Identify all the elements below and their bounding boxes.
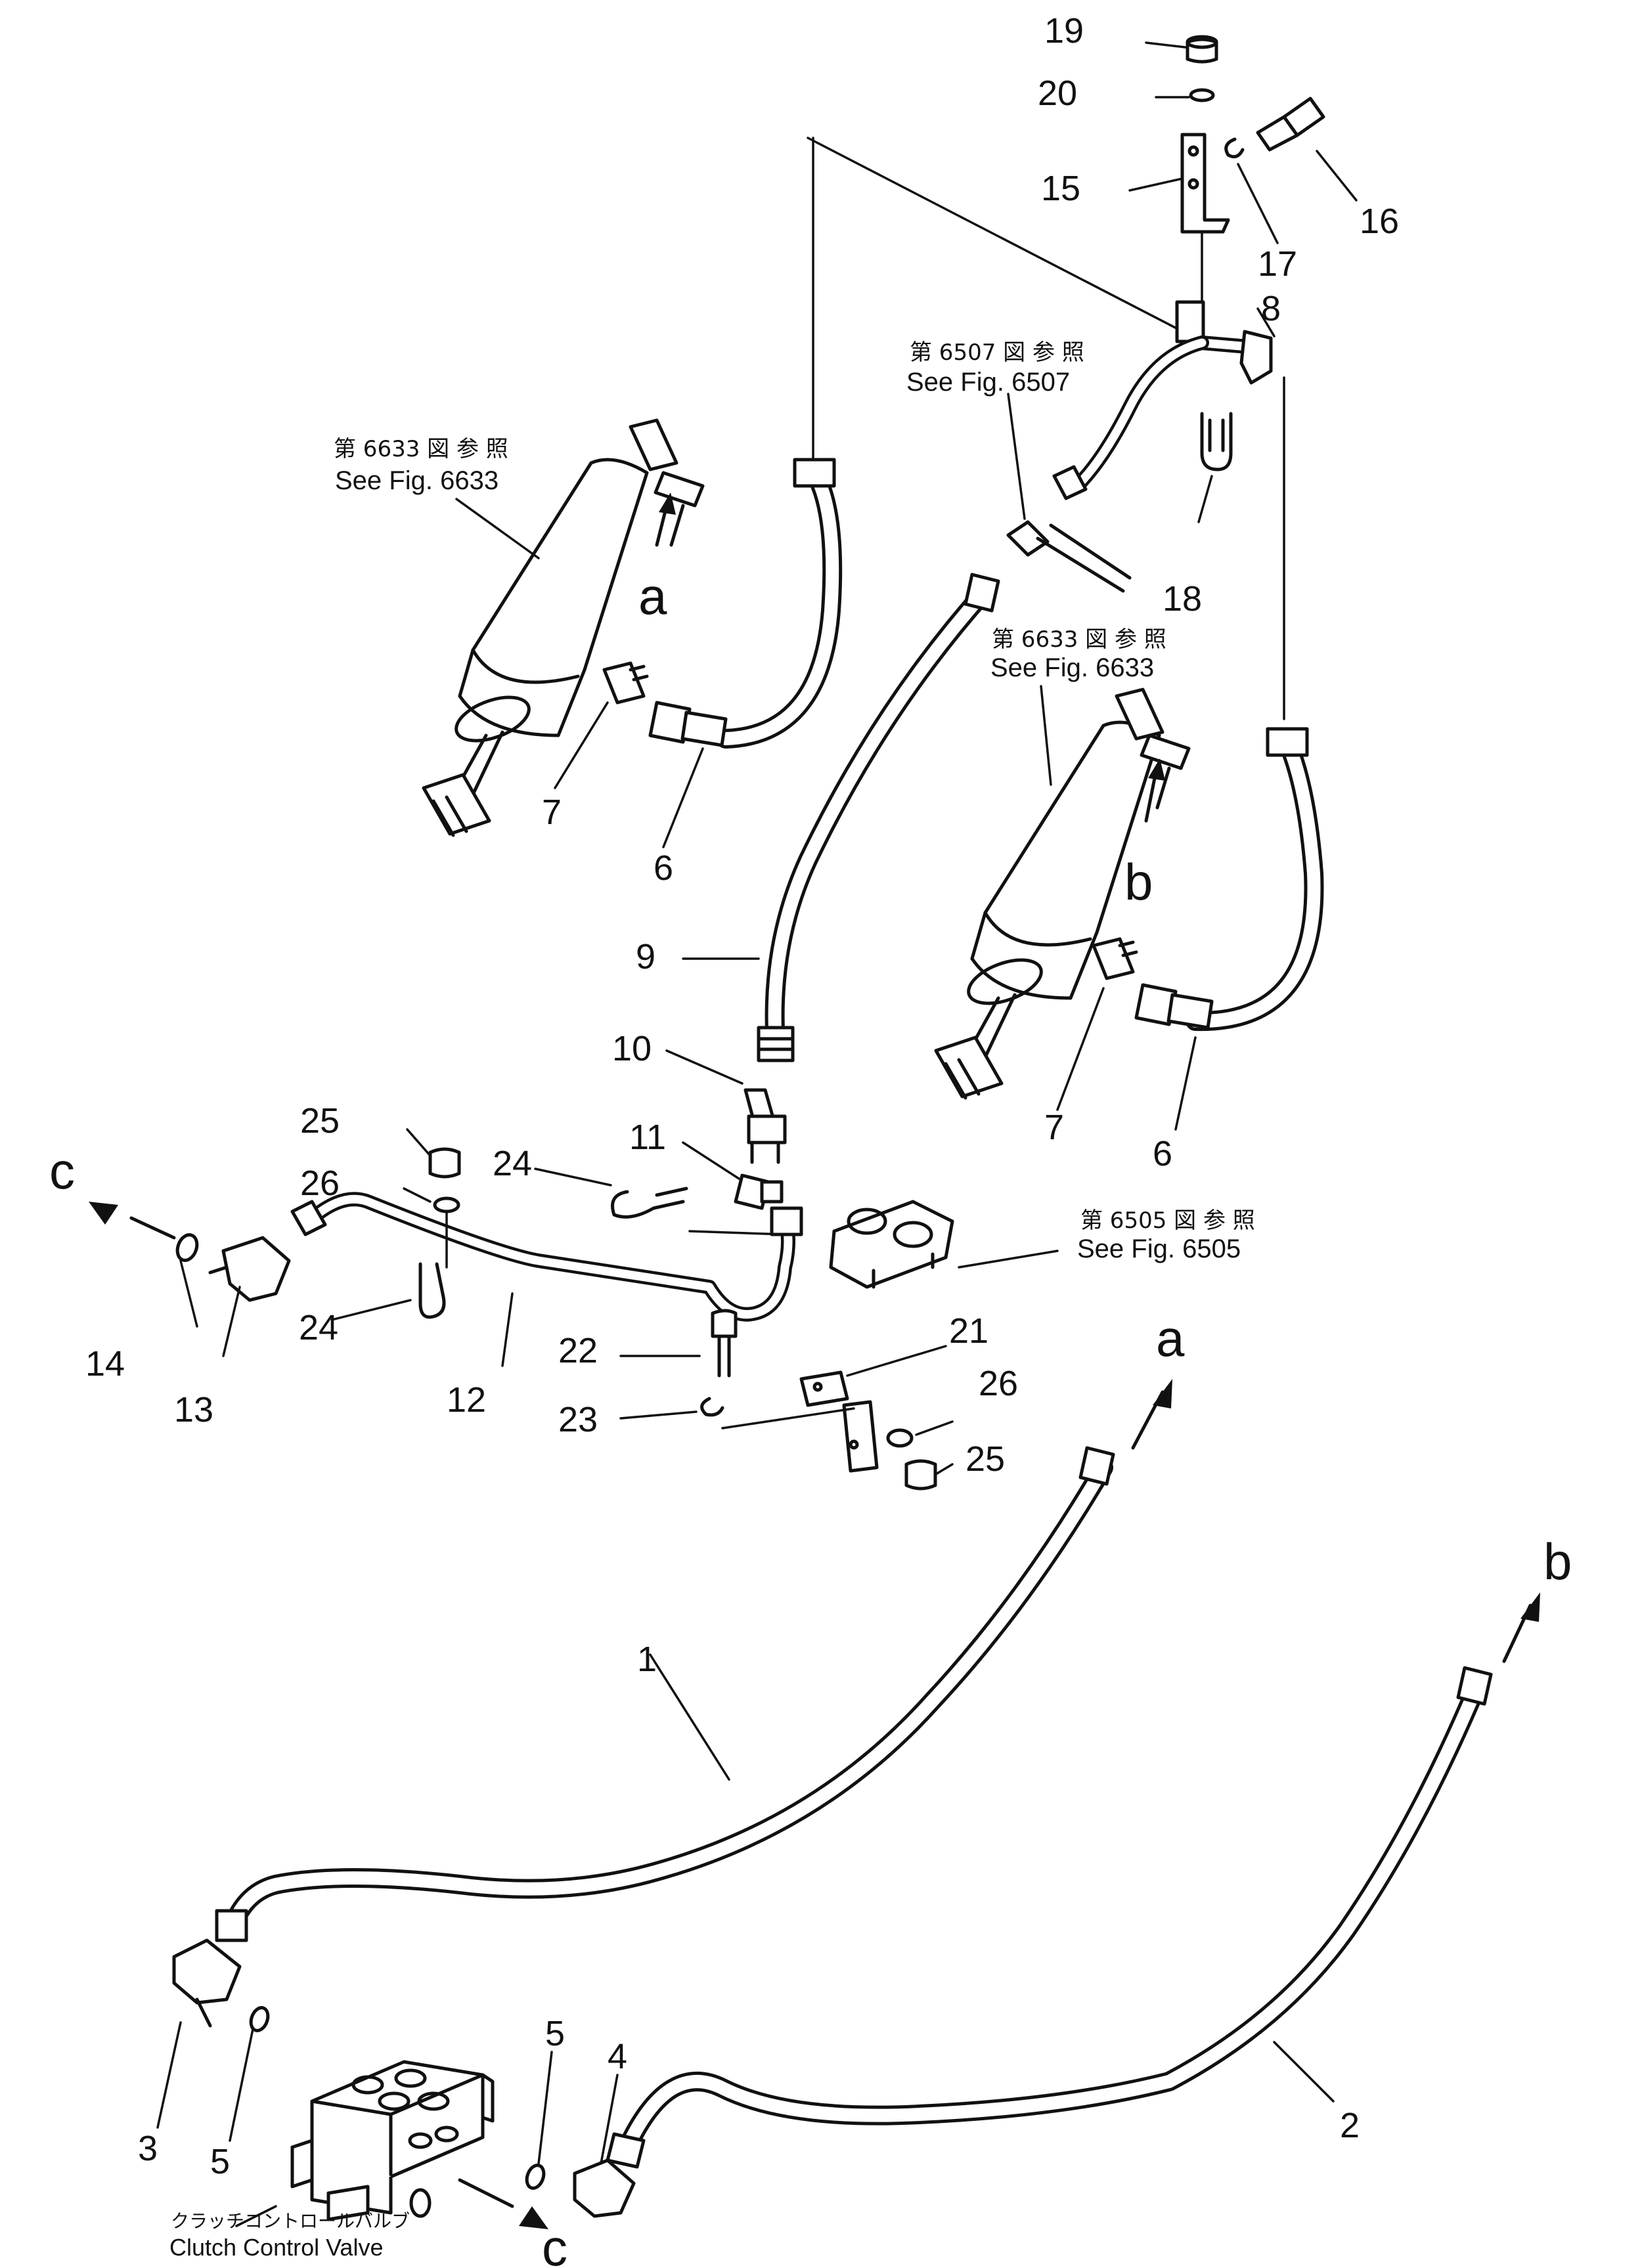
pipe-12 [290,1192,803,1322]
part-8: 8 [1261,289,1281,328]
part-24-lower: 24 [299,1308,338,1347]
hose-6-right [1134,727,1324,1032]
ref-block-en: See Fig. 6505 [1077,1234,1241,1263]
upper-bracket-assembly [807,35,1325,461]
part-6-right: 6 [1153,1134,1172,1173]
part-4: 4 [608,2037,627,2076]
part-26-lower: 26 [979,1364,1018,1403]
connector-a-top: a [638,567,667,625]
part-10: 10 [612,1029,652,1068]
part-25-upper: 25 [300,1101,340,1141]
connector-c-bottom: c [542,2219,567,2268]
part-14: 14 [85,1344,125,1384]
tee-6507 [1006,520,1132,593]
left-cylinder [422,418,705,837]
part-23: 23 [558,1400,598,1439]
ref-left-cylinder-jp: 第 6633 図 参 照 [334,436,508,462]
elbow-4 [573,2158,636,2218]
elbow-3 [172,1938,242,2028]
fitting-7-right [1092,937,1138,980]
part-3: 3 [138,2129,158,2168]
clip-24-lower [418,1262,446,1319]
tee-fitting-8 [1052,300,1285,720]
part-5-left: 5 [210,2142,230,2181]
part-22: 22 [558,1331,598,1370]
part-11: 11 [629,1118,666,1157]
right-cylinder [934,687,1191,1100]
fitting-10 [743,1088,787,1164]
ref-tee-en: See Fig. 6507 [906,368,1070,397]
hose-6-left [648,458,843,749]
part-18: 18 [1163,579,1202,619]
clutch-control-valve [290,2060,495,2221]
leader-lines [156,41,1358,2227]
connection-arrows [89,492,1540,2229]
ref-right-cylinder-jp: 第 6633 図 参 照 [992,626,1166,653]
part-19: 19 [1044,11,1084,51]
part-12: 12 [447,1380,486,1420]
clip-18 [1200,412,1233,471]
elbow-13 [208,1236,291,1302]
part-7-right: 7 [1044,1108,1064,1147]
lower-bracket-assembly [700,1309,937,1491]
part-20: 20 [1038,74,1077,113]
hose-1 [215,1446,1115,1942]
ref-right-cylinder-en: See Fig. 6633 [990,653,1154,682]
ref-block-jp: 第 6505 図 参 照 [1080,1208,1255,1234]
part-7-left: 7 [542,793,562,832]
part-26-upper: 26 [300,1164,340,1203]
nut-25-upper [428,1147,461,1179]
ref-tee-jp: 第 6507 図 参 照 [910,339,1084,366]
connector-c-left: c [49,1142,75,1200]
fitting-7-left [602,661,649,705]
o-ring-5-right [525,2164,546,2190]
clip-24-upper [611,1187,688,1219]
hose-9 [757,573,1000,1062]
o-ring-14 [175,1233,199,1262]
part-24-upper: 24 [493,1144,532,1183]
part-17: 17 [1258,244,1297,284]
connector-b-bottom: b [1543,1533,1572,1590]
valve-block-6505 [829,1200,954,1289]
part-1: 1 [637,1640,657,1679]
valve-label-en: Clutch Control Valve [169,2234,383,2261]
connector-a-bottom: a [1156,1309,1185,1367]
fitting-11 [734,1173,784,1210]
part-13: 13 [174,1390,213,1429]
part-15: 15 [1041,169,1080,208]
part-16: 16 [1360,202,1399,241]
part-9: 9 [636,937,655,976]
o-ring-5-left [249,2006,270,2032]
part-6-left: 6 [654,848,673,888]
part-2: 2 [1340,2106,1360,2145]
connector-b-top: b [1124,853,1153,911]
washer-26-upper [433,1196,460,1213]
part-21: 21 [949,1311,988,1351]
part-5-right: 5 [545,2014,565,2053]
ref-left-cylinder-en: See Fig. 6633 [335,466,499,495]
hose-2 [606,1666,1493,2169]
part-25-lower: 25 [965,1439,1005,1479]
valve-label-jp: クラッチコントロールバルブ [171,2210,410,2232]
